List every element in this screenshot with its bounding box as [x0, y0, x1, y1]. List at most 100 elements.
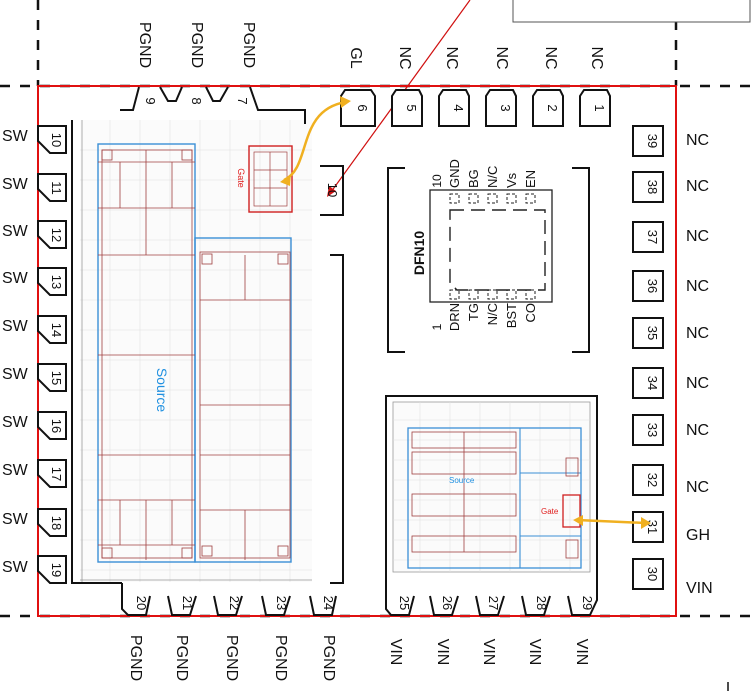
highside-gate-box	[562, 494, 581, 528]
pin-number-17: 17	[49, 467, 64, 481]
pin-number-30: 30	[645, 567, 660, 581]
dfn-pin-en: EN	[523, 170, 538, 188]
dfn10-pin10-marker: 10	[430, 174, 444, 188]
highside-cells	[411, 431, 579, 559]
left-pins	[37, 125, 67, 584]
pin-number-38: 38	[645, 180, 660, 194]
top-label-nc-1: NC	[588, 46, 605, 69]
right-pins	[632, 125, 664, 590]
pin-number-8: 8	[189, 97, 204, 104]
dfn-pin-drn: DRN	[447, 303, 462, 331]
bottom-label-pgnd-21: PGND	[173, 635, 190, 681]
dfn-pin-bst: BST	[504, 303, 519, 328]
dfn-pin-vs: Vs	[504, 172, 519, 188]
pin-number-16: 16	[49, 419, 64, 433]
bottom-label-vin-28: VIN	[526, 639, 543, 666]
bottom-pin-numbers: 20 21 22 23 24 25 26 27 28 29	[134, 596, 595, 610]
top-label-pgnd-7: PGND	[240, 22, 257, 68]
left-label-sw-12: SW	[2, 223, 29, 240]
highside-die	[407, 427, 582, 569]
dfn10-body	[429, 189, 553, 303]
right-label-gh-31: GH	[686, 527, 710, 544]
left-label-sw-16: SW	[2, 414, 29, 431]
dfn-pin-tg: TG	[466, 303, 481, 321]
pin-number-20: 20	[134, 596, 149, 610]
highside-grid	[393, 402, 590, 572]
pin-number-12: 12	[49, 228, 64, 242]
lowside-die-right	[194, 237, 292, 563]
pin-number-21: 21	[180, 596, 195, 610]
pin-number-6: 6	[355, 104, 370, 111]
pin-number-28: 28	[534, 596, 549, 610]
dfn-pin-gnd: GND	[447, 159, 462, 188]
left-label-sw-13: SW	[2, 270, 29, 287]
bottom-label-vin-25: VIN	[387, 639, 404, 666]
right-label-nc-37: NC	[686, 228, 709, 245]
dfn-pin-nc-bottom: N/C	[485, 303, 500, 325]
dfn10-bottom-pin-labels: DRN TG N/C BST CO	[447, 303, 538, 331]
pin-number-26: 26	[440, 596, 455, 610]
left-external-labels: SW SW SW SW SW SW SW SW SW SW	[2, 128, 29, 576]
bottom-label-vin-27: VIN	[480, 639, 497, 666]
pin-number-inner-10: 10	[325, 183, 340, 197]
right-label-nc-32: NC	[686, 479, 709, 496]
pin-number-19: 19	[49, 563, 64, 577]
right-label-nc-36: NC	[686, 278, 709, 295]
pin-number-29: 29	[580, 596, 595, 610]
top-label-nc-4: NC	[443, 46, 460, 69]
left-label-sw-19: SW	[2, 559, 29, 576]
pin-number-18: 18	[49, 516, 64, 530]
lowside-gate-box	[248, 145, 293, 213]
pin-number-14: 14	[49, 323, 64, 337]
bottom-label-vin-26: VIN	[434, 639, 451, 666]
pin-number-24: 24	[321, 596, 336, 610]
callout-arrowhead	[327, 186, 336, 197]
gate-connection-arrows	[283, 100, 647, 525]
pin-number-33: 33	[645, 423, 660, 437]
lowside-die-region: Gate Source	[80, 120, 312, 582]
pin-number-4: 4	[451, 104, 466, 111]
top-label-gl: GL	[347, 47, 364, 68]
leadframe-outlines	[71, 86, 598, 584]
lowside-cells	[98, 149, 291, 560]
right-label-nc-38: NC	[686, 178, 709, 195]
right-label-nc-39: NC	[686, 132, 709, 149]
top-external-labels: PGND PGND PGND GL NC NC NC NC NC	[136, 22, 605, 70]
pin-number-7: 7	[235, 97, 250, 104]
pin-number-3: 3	[498, 104, 513, 111]
top-label-pgnd-9: PGND	[136, 22, 153, 68]
pin-number-39: 39	[645, 134, 660, 148]
bottom-external-labels: PGND PGND PGND PGND PGND VIN VIN VIN VIN…	[127, 635, 590, 681]
pin-number-22: 22	[227, 596, 242, 610]
pin-number-11: 11	[49, 181, 64, 195]
left-label-sw-17: SW	[2, 462, 29, 479]
right-label-vin-30: VIN	[686, 580, 713, 597]
pin-number-5: 5	[404, 104, 419, 111]
pin-number-13: 13	[49, 275, 64, 289]
dfn10-pad-outlines	[449, 193, 536, 300]
right-pin-numbers: 39 38 37 36 35 34 33 32 31 30	[645, 134, 660, 581]
pin-number-35: 35	[645, 326, 660, 340]
highside-gate-label: Gate	[541, 507, 559, 516]
right-external-labels: NC NC NC NC NC NC NC NC GH VIN	[686, 132, 713, 597]
pin-number-15: 15	[49, 371, 64, 385]
gate-arrowheads	[280, 96, 651, 529]
pin-number-37: 37	[645, 230, 660, 244]
bottom-label-vin-29: VIN	[573, 639, 590, 666]
right-label-nc-35: NC	[686, 325, 709, 342]
top-label-pgnd-8: PGND	[188, 22, 205, 68]
pin-number-1: 1	[592, 104, 607, 111]
left-label-sw-18: SW	[2, 511, 29, 528]
bottom-pins	[121, 572, 598, 616]
dfn10-pin1-marker: 1	[430, 323, 444, 330]
bottom-label-pgnd-20: PGND	[127, 635, 144, 681]
highside-source-label: Source	[449, 476, 475, 485]
pin-number-23: 23	[274, 596, 289, 610]
dfn10-controller: DFN10 10 1 GND BG N/C Vs EN DRN TG N/C B…	[387, 159, 590, 353]
dfn-pin-co: CO	[523, 303, 538, 323]
dfn-pin-bg: BG	[466, 169, 481, 188]
lowside-source-label: Source	[154, 368, 170, 413]
dfn10-exposed-pad	[449, 209, 546, 291]
dfn-pin-nc-top: N/C	[485, 166, 500, 188]
